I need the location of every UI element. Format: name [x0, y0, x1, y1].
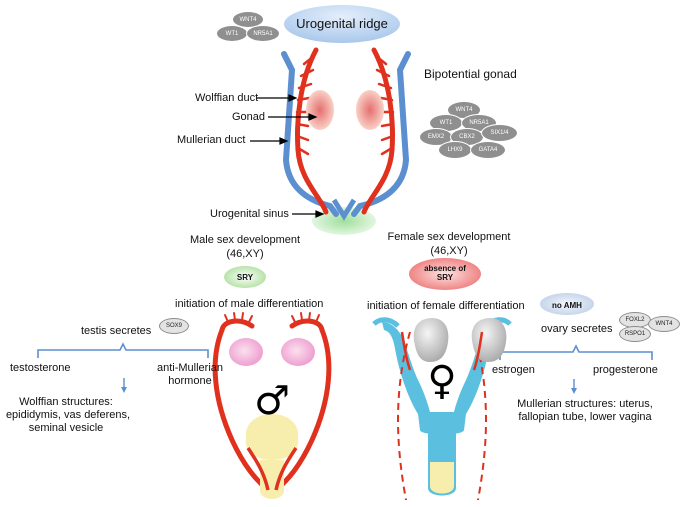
male-result-line2: epididymis, vas deferens,	[5, 409, 131, 421]
gonad-factor-lhx9: LHX9	[438, 141, 472, 159]
testis-secretes-label: testis secretes	[81, 325, 152, 337]
urogenital-ridge	[284, 5, 400, 43]
estrogen-label: estrogen	[492, 364, 535, 376]
male-result-arrowhead	[121, 387, 127, 393]
urogenital-sinus-label: Urogenital sinus	[210, 208, 289, 220]
urethra	[260, 460, 284, 499]
no-amh-oval	[540, 293, 594, 315]
gonad-factor-six14: SIX1/4	[481, 124, 518, 142]
no-amh-label: no AMH	[552, 301, 582, 310]
wolffian-duct-label: Wolffian duct	[195, 92, 259, 104]
urogenital-sinus	[312, 207, 376, 235]
male-symbol: ♂	[254, 378, 290, 424]
bipotential-gonad-label: Bipotential gonad	[424, 67, 517, 81]
wolffian-tubules-right	[374, 54, 395, 156]
gonad-factor-gata4: GATA4	[470, 141, 506, 159]
female-bracket	[499, 344, 653, 360]
female-result-arrowhead	[571, 388, 577, 394]
gonad-right	[356, 90, 384, 130]
ovarian-ligament-left	[400, 331, 412, 371]
progesterone-label: progesterone	[593, 364, 658, 376]
wolffian-tubules-left	[295, 54, 316, 156]
male-karyotype: (46,XY)	[226, 248, 264, 260]
mullerian-duct-right	[351, 51, 411, 217]
fallopian-left	[372, 317, 400, 328]
regressed-wolffian-left	[396, 331, 411, 501]
wolffian-duct-right	[361, 47, 395, 215]
female-initiation-label: initiation of female differentiation	[367, 300, 525, 312]
female-karyotype: (46,XY)	[430, 245, 468, 257]
sry-oval	[224, 266, 266, 288]
sry-label: SRY	[236, 273, 254, 282]
mullerian-duct-left	[281, 51, 339, 217]
male-initiation-label: initiation of male differentiation	[175, 298, 324, 310]
ovary-right	[471, 318, 507, 362]
testis-right	[281, 338, 315, 366]
female-result-line2: fallopian tube, lower vagina	[518, 411, 652, 423]
sox9-factor: SOX9	[159, 318, 189, 334]
amh-label-line2: hormone	[168, 375, 212, 387]
gonad-left	[306, 90, 334, 130]
ovarian-ligament-right	[472, 331, 484, 371]
male-bracket	[37, 342, 209, 358]
testis-left	[229, 338, 263, 366]
wolffian-duct-left	[295, 47, 329, 215]
ridge-factor-wnt4: WNT4	[232, 11, 264, 28]
gonad-label: Gonad	[232, 111, 266, 123]
label-arrows	[250, 94, 325, 218]
urogenital-ridge-label: Urogenital ridge	[296, 16, 388, 31]
vagina-lower	[430, 462, 454, 494]
rspo1-factor: RSPO1	[619, 326, 651, 342]
female-tract	[372, 317, 512, 501]
male-vas-inner-left	[246, 447, 270, 491]
male-vas-left	[212, 327, 271, 493]
absence-sry-line2: SRY	[436, 273, 454, 282]
male-efferent-left	[224, 312, 253, 323]
male-vas-right	[273, 327, 332, 493]
male-efferent-right	[291, 312, 320, 323]
mullerian-duct-center	[331, 198, 357, 221]
female-result-line1: Mullerian structures: uterus,	[517, 398, 653, 410]
amh-label-line1: anti-Mullerian	[156, 362, 224, 374]
mullerian-duct-label: Mullerian duct	[177, 134, 246, 146]
wnt4-factor: WNT4	[648, 316, 680, 332]
male-epididymis-left	[219, 318, 255, 333]
ovary-secretes-label: ovary secretes	[541, 323, 613, 335]
male-tract	[212, 312, 332, 499]
male-result-line3: seminal vesicle	[28, 422, 104, 434]
ovary-left	[413, 318, 449, 362]
male-vas-inner-right	[274, 447, 298, 491]
female-development-title: Female sex development	[387, 231, 511, 243]
male-result-line1: Wolffian structures:	[19, 396, 113, 408]
testosterone-label: testosterone	[10, 362, 71, 374]
female-symbol: ♀	[427, 358, 457, 404]
prostate	[245, 414, 299, 460]
male-development-title: Male sex development	[189, 234, 301, 246]
absence-sry-oval	[409, 258, 481, 290]
male-epididymis-right	[289, 318, 325, 333]
ridge-factor-wt1: WT1	[216, 25, 248, 42]
absence-sry-line1: absence of	[424, 264, 466, 273]
ridge-factor-nr5a1: NR5A1	[246, 25, 280, 42]
